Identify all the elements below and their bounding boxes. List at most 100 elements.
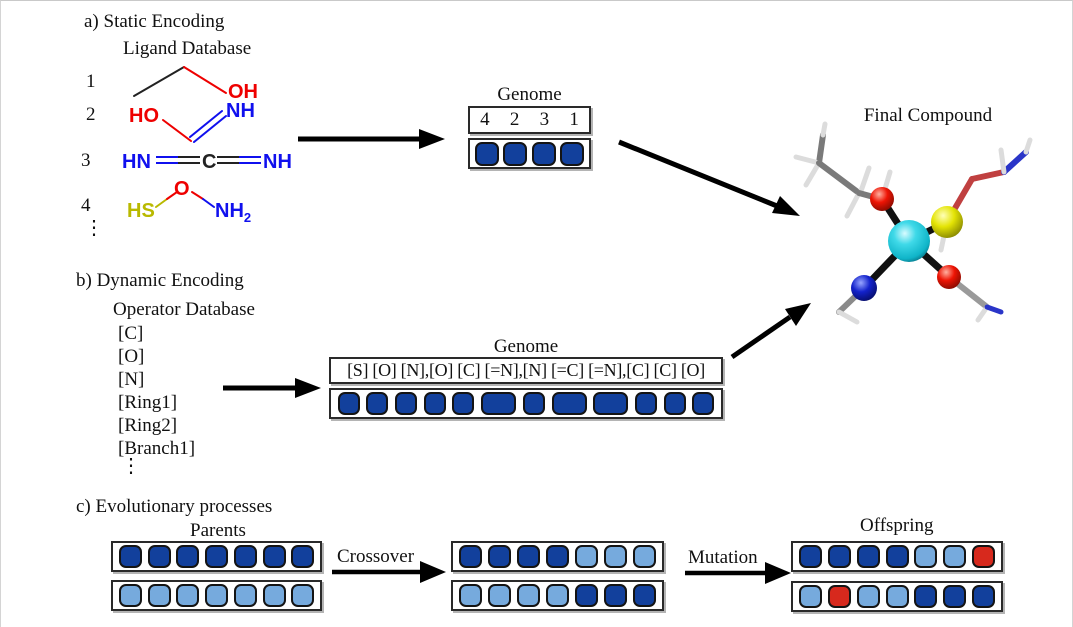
gene-square — [972, 545, 996, 568]
operator-item: [N] — [118, 369, 145, 390]
gene-square — [551, 392, 587, 415]
gene-square — [914, 545, 938, 568]
genome-index: 4 — [480, 109, 490, 130]
gene-square — [423, 392, 446, 415]
gene-square — [366, 392, 389, 415]
gene-square — [885, 585, 909, 608]
gene-square — [972, 585, 996, 608]
parent-genome-1 — [111, 541, 322, 572]
genome-b-label: Genome — [493, 336, 559, 357]
operator-list-ellipsis: ⋮ — [121, 455, 141, 477]
gene-square — [205, 545, 228, 568]
ligand-database-title: Ligand Database — [123, 38, 252, 59]
gene-square — [885, 545, 909, 568]
gene-square — [593, 392, 629, 415]
gene-square — [634, 392, 657, 415]
arrow-mutation — [685, 562, 791, 584]
gene-square — [233, 545, 257, 568]
gene-square — [692, 392, 715, 415]
crossover-genome-1 — [451, 541, 664, 572]
gene-square — [474, 141, 499, 166]
parent-genome-2 — [111, 580, 322, 611]
gene-square — [147, 545, 171, 568]
atom-label-c: C — [202, 151, 217, 173]
atom-label-oh: OH — [228, 81, 258, 103]
offspring-genome-2 — [791, 581, 1003, 612]
ligand-index: 3 — [81, 150, 91, 171]
genome-a-label: Genome — [497, 84, 562, 105]
operator-item: [Ring1] — [118, 392, 178, 413]
gene-square — [118, 584, 142, 607]
gene-square — [291, 545, 315, 568]
gene-square — [176, 584, 200, 607]
gene-square — [575, 545, 598, 568]
arrow-genome-b-to-compound — [730, 303, 811, 360]
gene-square — [798, 545, 822, 568]
oxygen-atom-right — [937, 265, 961, 289]
gene-square — [575, 584, 598, 607]
gene-square — [633, 584, 656, 607]
gene-square — [546, 545, 569, 568]
ligand-index: 4 — [81, 195, 91, 216]
genome-index: 3 — [539, 109, 550, 130]
atom-label-hs: HS — [127, 200, 155, 222]
atom-label-ho: HO — [129, 105, 159, 127]
gene-square — [291, 584, 315, 607]
crossover-label: Crossover — [337, 546, 415, 567]
gene-square — [943, 545, 967, 568]
nitrogen-atom — [851, 275, 877, 301]
offspring-label: Offspring — [860, 515, 934, 536]
crossover-genome-2 — [451, 580, 664, 611]
ligand-index: 1 — [86, 71, 96, 92]
genome-b-gene-box — [329, 388, 723, 419]
arrow-crossover — [332, 561, 446, 583]
genome-index: 2 — [509, 109, 520, 130]
gene-square — [262, 545, 286, 568]
atom-label-nh2: NH — [263, 151, 292, 173]
gene-square — [827, 545, 851, 568]
operator-list: [C][O][N][Ring1][Ring2][Branch1] — [118, 322, 195, 460]
genome-a-gene-box — [468, 138, 591, 169]
gene-square — [205, 584, 228, 607]
section-c-title: c) Evolutionary processes — [76, 496, 273, 517]
gene-square — [663, 392, 686, 415]
arrow-genome-a-to-compound — [618, 139, 800, 216]
section-a-title: a) Static Encoding — [84, 11, 225, 32]
gene-square — [604, 545, 627, 568]
central-metal-atom — [888, 220, 930, 262]
final-compound-molecule — [793, 121, 1033, 325]
gene-square — [517, 584, 540, 607]
ligand-list-ellipsis: ⋮ — [84, 217, 104, 239]
gene-square — [517, 545, 540, 568]
gene-square — [856, 545, 880, 568]
gene-square — [395, 392, 418, 415]
operator-item: [Branch1] — [118, 438, 196, 459]
ligand-index: 2 — [86, 104, 96, 125]
operator-item: [O] — [118, 346, 145, 367]
gene-square — [914, 585, 938, 608]
arrow-operators-to-genome-b — [223, 378, 321, 398]
gene-square — [452, 392, 475, 415]
gene-square — [943, 585, 967, 608]
atom-label-hn: HN — [122, 151, 151, 173]
gene-square — [560, 141, 585, 166]
gene-square — [459, 584, 482, 607]
gene-square — [233, 584, 257, 607]
mutation-label: Mutation — [688, 547, 758, 568]
ligand1-structure — [133, 66, 227, 97]
gene-square — [488, 584, 511, 607]
operator-item: [C] — [118, 323, 144, 344]
gene-square — [147, 584, 171, 607]
gene-square — [856, 585, 880, 608]
gene-square — [459, 545, 482, 568]
gene-square — [604, 584, 627, 607]
ligand2-structure — [162, 110, 227, 143]
genome-b-token-box: [S] [O] [N],[O] [C] [=N],[N] [=C] [=N],[… — [329, 357, 723, 384]
sulfur-atom — [931, 206, 963, 238]
section-b-title: b) Dynamic Encoding — [76, 270, 244, 291]
atom-label-o: O — [174, 178, 190, 200]
ligand4-structure — [155, 191, 215, 208]
